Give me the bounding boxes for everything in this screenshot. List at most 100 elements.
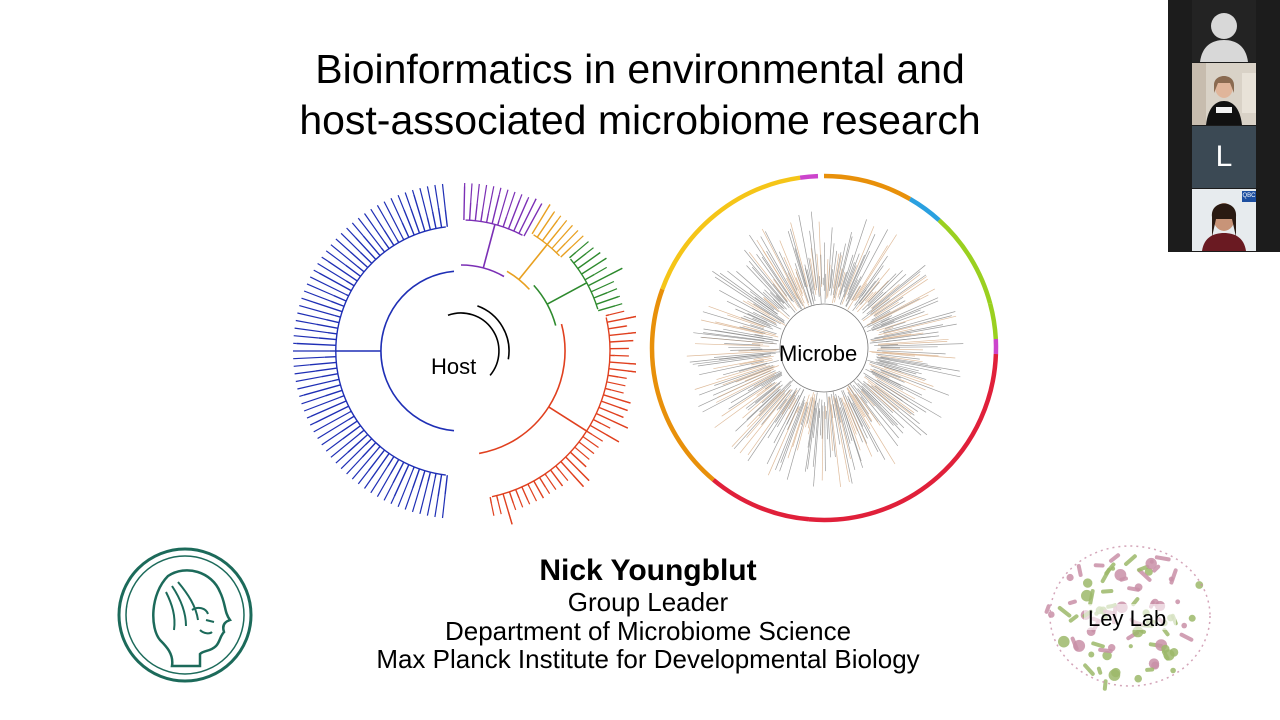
tree-branch: [383, 240, 390, 250]
tree-branch: [383, 229, 395, 246]
tree-leaf: [309, 422, 316, 426]
participant-tile-2[interactable]: [1192, 63, 1256, 125]
tree-leaf: [847, 395, 864, 427]
tree-leaf: [753, 355, 774, 360]
tree-leaf: [848, 398, 868, 439]
tree-branch: [507, 200, 521, 230]
tree-leaf: [869, 351, 956, 359]
clade-ring-segment: [711, 478, 810, 522]
tree-leaf: [852, 280, 876, 312]
tree-leaf: [719, 272, 778, 315]
tree-leaf: [351, 448, 379, 480]
presenter-role: Group Leader: [567, 587, 729, 617]
tree-leaf: [807, 394, 816, 429]
tree-leaf: [776, 387, 801, 428]
tree-leaf: [754, 297, 779, 315]
microbe-shape: [1124, 554, 1137, 566]
tree-leaf: [761, 373, 782, 387]
tree-leaf: [749, 234, 794, 303]
tree-leaf: [806, 269, 813, 294]
tree-leaf: [294, 370, 316, 375]
tree-leaf: [779, 402, 805, 472]
tree-leaf: [714, 276, 785, 323]
tree-leaf: [790, 222, 809, 287]
tree-leaf: [747, 313, 768, 323]
participant-tile-4[interactable]: QBC: [1192, 189, 1256, 251]
tree-leaf: [874, 344, 899, 347]
tree-leaf: [775, 391, 796, 423]
tree-branch: [349, 250, 369, 269]
tree-branch: [551, 247, 554, 249]
tree-branch: [527, 483, 530, 487]
tree-leaf: [744, 249, 796, 313]
tree-root: [477, 305, 510, 360]
tree-leaf: [721, 382, 772, 417]
tree-leaf: [863, 376, 915, 414]
tree-leaf: [830, 250, 838, 296]
tree-branch: [324, 356, 337, 358]
tree-leaf: [527, 196, 530, 200]
tree-leaf: [490, 503, 495, 516]
tree-leaf: [882, 333, 912, 339]
tree-leaf: [883, 327, 894, 331]
tree-branch: [485, 213, 490, 223]
tree-branch: [330, 300, 345, 308]
tree-leaf: [753, 303, 785, 324]
participant-tile-3[interactable]: L: [1192, 126, 1256, 188]
tree-leaf: [601, 423, 611, 429]
tree-leaf: [293, 335, 319, 339]
tree-leaf: [346, 227, 356, 238]
tree-leaf: [834, 268, 843, 303]
tree-leaf: [743, 315, 772, 328]
tree-leaf: [852, 285, 862, 301]
tree-leaf: [857, 388, 899, 439]
tree-leaf: [795, 271, 803, 289]
tree-leaf: [875, 376, 916, 400]
tree-branch: [595, 296, 619, 305]
tree-leaf: [826, 392, 832, 458]
tree-leaf: [611, 389, 624, 394]
tree-leaf: [876, 350, 946, 355]
tree-leaf: [877, 348, 924, 351]
tree-leaf: [872, 373, 904, 391]
microbe-shape: [1091, 641, 1105, 649]
tree-leaf: [818, 410, 821, 419]
tree-leaf: [750, 324, 764, 330]
tree-leaf: [364, 478, 372, 489]
microbe-shape: [1152, 564, 1161, 573]
logo-outline: [1049, 545, 1211, 687]
tree-leaf: [755, 382, 781, 404]
tree-leaf: [786, 406, 808, 480]
tree-leaf: [726, 300, 778, 326]
tree-leaf: [833, 243, 846, 299]
tree-leaf: [863, 372, 927, 413]
tree-leaf: [872, 297, 939, 327]
microbe-shape: [1137, 568, 1152, 582]
ley-lab-label: Ley Lab: [1088, 606, 1167, 631]
microbe-shape: [1134, 674, 1142, 683]
tree-leaf: [625, 315, 636, 320]
tree-leaf: [346, 456, 363, 475]
tree-branch: [539, 477, 547, 488]
tree-leaf: [785, 399, 797, 420]
tree-leaf: [370, 465, 389, 494]
tree-leaf: [714, 364, 774, 386]
participant-tile-1[interactable]: [1192, 0, 1256, 62]
tree-leaf: [773, 299, 783, 309]
tree-leaf: [512, 502, 517, 511]
tree-leaf: [779, 240, 803, 297]
tree-branch: [431, 211, 437, 229]
tree-leaf: [745, 380, 782, 409]
microbe-shape: [1163, 649, 1175, 661]
microbe-shape: [1044, 604, 1051, 614]
tree-leaf: [843, 262, 855, 293]
microbe-shape: [1048, 611, 1055, 618]
tree-branch: [310, 400, 347, 418]
tree-leaf: [787, 230, 806, 288]
microbe-shape: [1145, 667, 1155, 672]
tree-leaf: [880, 369, 901, 379]
tree-leaf: [846, 387, 866, 418]
tree-leaf: [871, 300, 906, 321]
microbe-shape: [1109, 553, 1121, 563]
